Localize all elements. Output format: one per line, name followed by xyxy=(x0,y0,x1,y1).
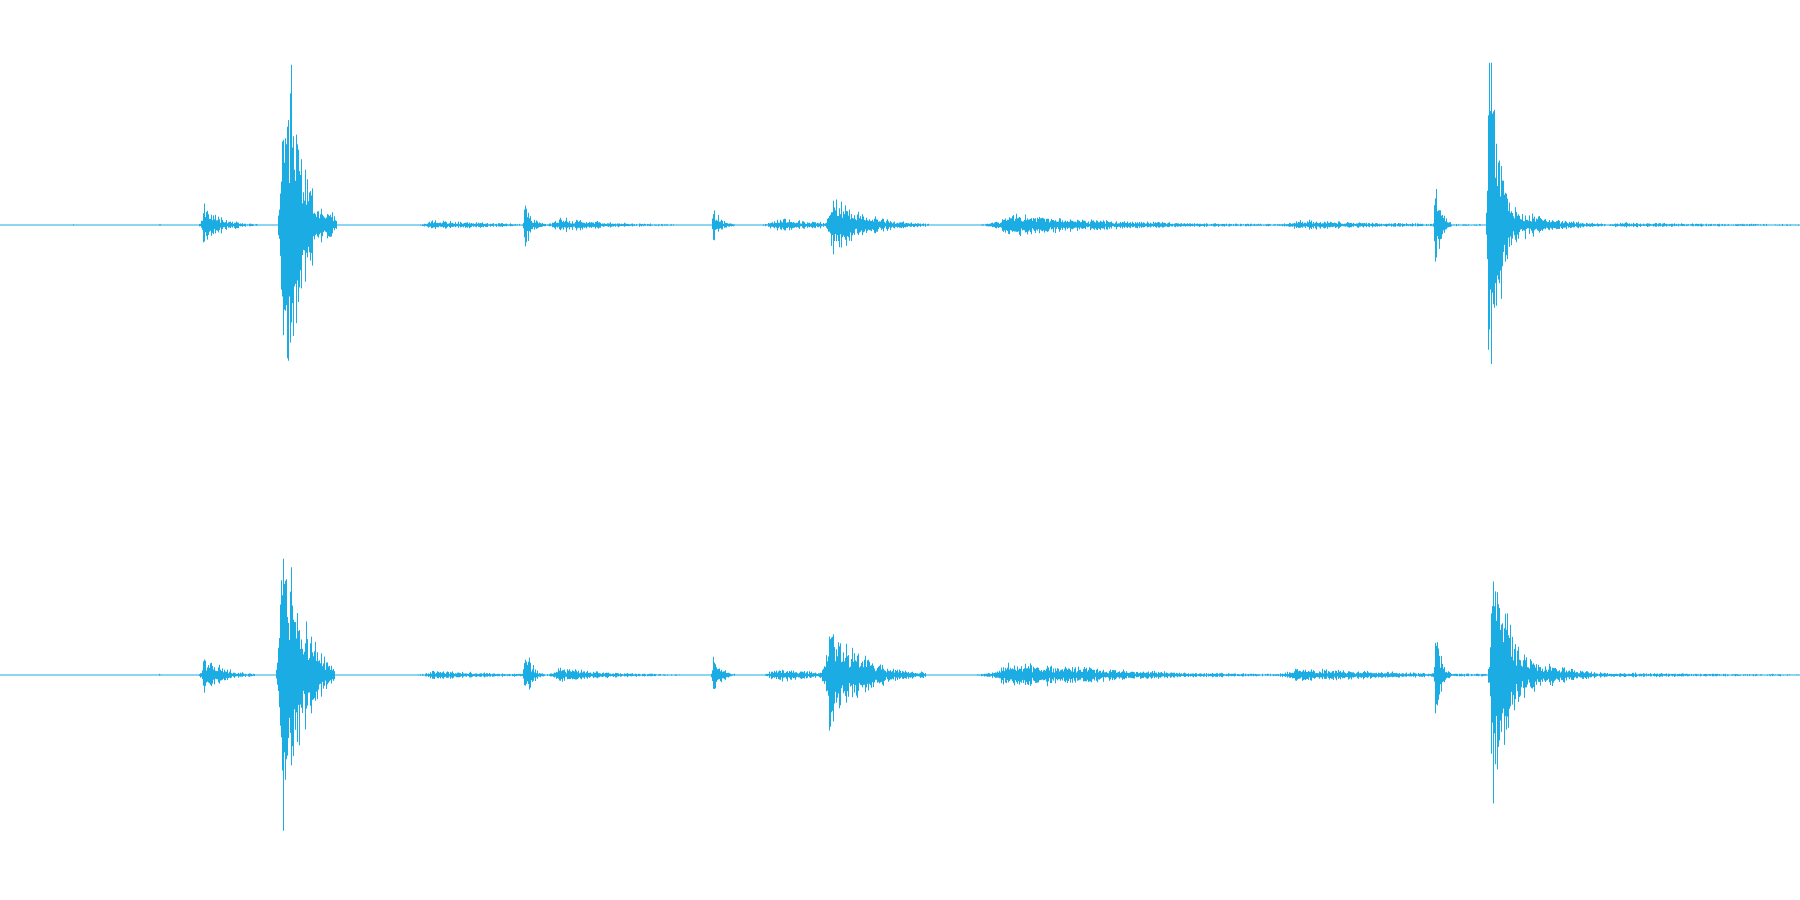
waveform-signal xyxy=(159,558,1799,831)
waveform-channel-left xyxy=(0,62,1800,364)
waveform-left-svg xyxy=(0,62,1800,364)
waveform-channel-right xyxy=(0,450,1800,900)
waveform-right-svg xyxy=(0,558,1800,831)
waveform-signal xyxy=(73,62,1799,364)
